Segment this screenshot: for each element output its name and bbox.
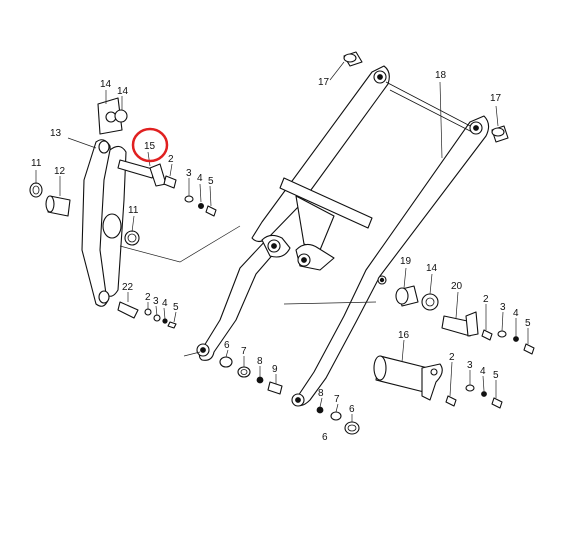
callout-4-c: 4 [513,308,519,319]
callout-5-c: 5 [525,318,531,329]
callout-17-top: 17 [318,77,330,88]
callout-2-a: 2 [168,154,174,165]
callout-22: 22 [122,282,134,293]
callout-3-c: 3 [500,302,506,313]
callout-6-c: 6 [322,432,328,443]
callout-6-b: 6 [349,404,355,415]
callout-3-d: 3 [467,360,473,371]
callout-3-a: 3 [186,168,192,179]
callout-9: 9 [272,364,278,375]
callout-18: 18 [435,70,447,81]
callout-12: 12 [54,166,66,177]
callout-8-a: 8 [257,356,263,367]
callout-11-left: 11 [31,158,42,169]
callout-3-b: 3 [153,296,159,307]
callout-15: 15 [144,141,156,152]
callout-17-right: 17 [490,93,502,104]
callout-2-c: 2 [483,294,489,305]
callout-labels: 17 18 17 14 14 13 15 11 12 2 3 4 5 11 22… [31,70,531,443]
callout-5-d: 5 [493,370,499,381]
callout-4-a: 4 [197,173,203,184]
callout-20: 20 [451,281,463,292]
callout-2-d: 2 [449,352,455,363]
callout-8-b: 8 [318,388,324,399]
callout-13: 13 [50,128,62,139]
callout-5-b: 5 [173,302,179,313]
highlight-circle [131,127,169,163]
callout-7-a: 7 [241,346,247,357]
callout-5-a: 5 [208,176,214,187]
pins-and-hardware [29,51,535,435]
callout-14-right: 14 [426,263,438,274]
callout-4-d: 4 [480,366,486,377]
callout-16: 16 [398,330,410,341]
callout-19: 19 [400,256,412,267]
callout-14-b: 14 [117,86,129,97]
boom-arm-assembly [196,65,490,407]
leader-lines [35,61,529,422]
callout-14-a: 14 [100,79,112,90]
link-plate-assembly [81,139,127,307]
callout-2-b: 2 [145,292,151,303]
callout-7-b: 7 [334,394,340,405]
callout-11-mid: 11 [128,205,139,216]
callout-4-b: 4 [162,298,168,309]
callout-6-a: 6 [224,340,230,351]
